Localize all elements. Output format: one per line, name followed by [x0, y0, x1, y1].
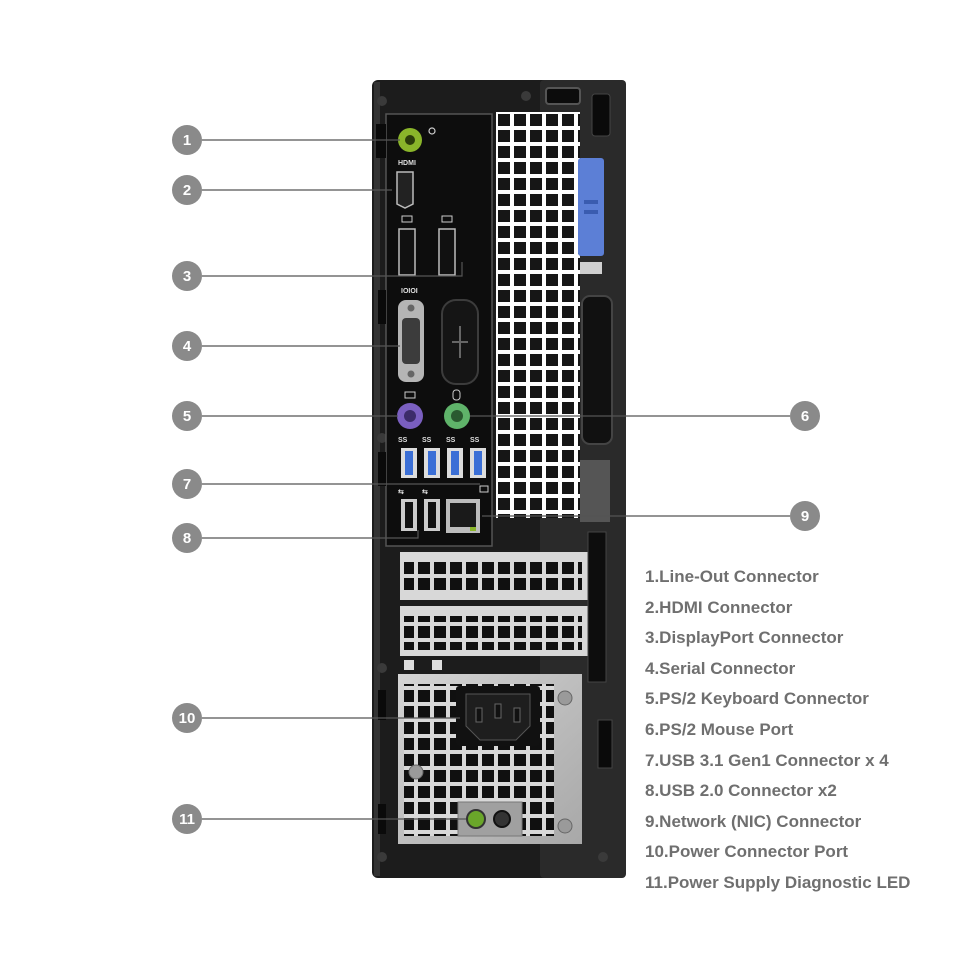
side-slot: [580, 460, 610, 522]
leader-line-3: [202, 262, 463, 277]
usb3-label: SS: [470, 437, 480, 444]
legend-item: 4.Serial Connector: [645, 658, 796, 678]
legend-item: 10.Power Connector Port: [645, 842, 849, 862]
legend-item: 3.DisplayPort Connector: [645, 628, 844, 648]
usb3-port-3-tongue: [451, 451, 459, 475]
slot-indicator: [404, 660, 414, 670]
screw: [377, 433, 387, 443]
usb2-port-1-tongue: [405, 502, 413, 528]
hdmi-label: HDMI: [398, 160, 416, 167]
leader-line-8: [202, 530, 419, 539]
displayport-2[interactable]: [438, 228, 456, 276]
hdmi-port[interactable]: [396, 171, 414, 209]
side-slot: [378, 690, 386, 720]
side-slot: [378, 290, 386, 324]
usb3-label: SS: [422, 437, 432, 444]
latch-clip: [580, 262, 602, 274]
psu-screw: [557, 818, 573, 834]
legend-item: 9.Network (NIC) Connector: [645, 811, 862, 831]
legend-item: 11.Power Supply Diagnostic LED: [645, 872, 911, 892]
ps2-mouse-socket: [451, 410, 463, 422]
screw: [377, 663, 387, 673]
expansion-slot-1-grill: [404, 562, 582, 594]
vent-slot: [591, 93, 611, 137]
usb3-port-4-tongue: [474, 451, 482, 475]
displayport-icon: [401, 215, 413, 223]
side-slot: [378, 452, 386, 486]
psu-screw: [408, 764, 424, 780]
callout-2: 2: [172, 175, 202, 205]
displayport-icon: [441, 215, 453, 223]
callout-11: 11: [172, 804, 202, 834]
serial-screw: [407, 304, 415, 312]
release-latch-grip: [584, 200, 598, 204]
callout-1: 1: [172, 125, 202, 155]
legend-item: 1.Line-Out Connector: [645, 567, 819, 586]
serial-port-body: [402, 318, 420, 364]
chassis-edge-highlight: [374, 82, 380, 876]
psu-test-button[interactable]: [493, 810, 511, 828]
usb3-port-1-tongue: [405, 451, 413, 475]
release-latch-grip: [584, 210, 598, 214]
slot-indicator: [432, 660, 442, 670]
headphone-icon: [428, 127, 436, 135]
expansion-slot-2-grill: [404, 616, 582, 650]
power-pin: [475, 707, 483, 723]
callout-9: 9: [790, 501, 820, 531]
screw: [377, 96, 387, 106]
usb2-icon: ⇆: [422, 488, 428, 496]
callout-8: 8: [172, 523, 202, 553]
screw: [521, 91, 531, 101]
serial-screw: [407, 370, 415, 378]
legend-item: 7.USB 3.1 Gen1 Connector x 4: [645, 750, 889, 770]
power-pin: [513, 707, 521, 723]
callout-10: 10: [172, 703, 202, 733]
usb3-label: SS: [398, 437, 408, 444]
usb3-port-2-tongue: [428, 451, 436, 475]
side-slot: [376, 124, 386, 158]
card-bracket: [587, 531, 607, 683]
io-panel-frame: [385, 113, 493, 547]
line-out-jack: [405, 135, 415, 145]
leader-lines: [202, 139, 790, 820]
legend-item: 8.USB 2.0 Connector x2: [645, 781, 837, 801]
release-latch[interactable]: [578, 158, 604, 256]
usb2-port-2-tongue: [428, 502, 436, 528]
usb2-icon: ⇆: [398, 488, 404, 496]
ethernet-led: [470, 527, 476, 531]
serial-label: IOIOI: [401, 288, 418, 295]
legend-item: 6.PS/2 Mouse Port: [645, 719, 794, 739]
connector-legend: 1.Line-Out Connector 2.HDMI Connector 3.…: [645, 562, 910, 899]
network-icon: [479, 485, 489, 493]
callout-4: 4: [172, 331, 202, 361]
padlock-loop: [545, 87, 581, 105]
keyboard-icon: [404, 391, 416, 399]
screw: [377, 852, 387, 862]
mouse-icon: [452, 389, 461, 401]
rear-vent-grill: [496, 112, 580, 518]
power-pin: [494, 703, 502, 719]
psu-screw: [557, 690, 573, 706]
side-slot: [597, 719, 613, 769]
ps2-keyboard-socket: [404, 410, 416, 422]
callout-3: 3: [172, 261, 202, 291]
callout-5: 5: [172, 401, 202, 431]
screw: [598, 852, 608, 862]
cable-slot: [581, 295, 613, 445]
ethernet-socket: [450, 503, 476, 527]
callout-7: 7: [172, 469, 202, 499]
psu-diagnostic-led[interactable]: [466, 809, 486, 829]
usb3-label: SS: [446, 437, 456, 444]
legend-item: 2.HDMI Connector: [645, 597, 793, 617]
legend-item: 5.PS/2 Keyboard Connector: [645, 689, 869, 709]
callout-6: 6: [790, 401, 820, 431]
displayport-1[interactable]: [398, 228, 416, 276]
